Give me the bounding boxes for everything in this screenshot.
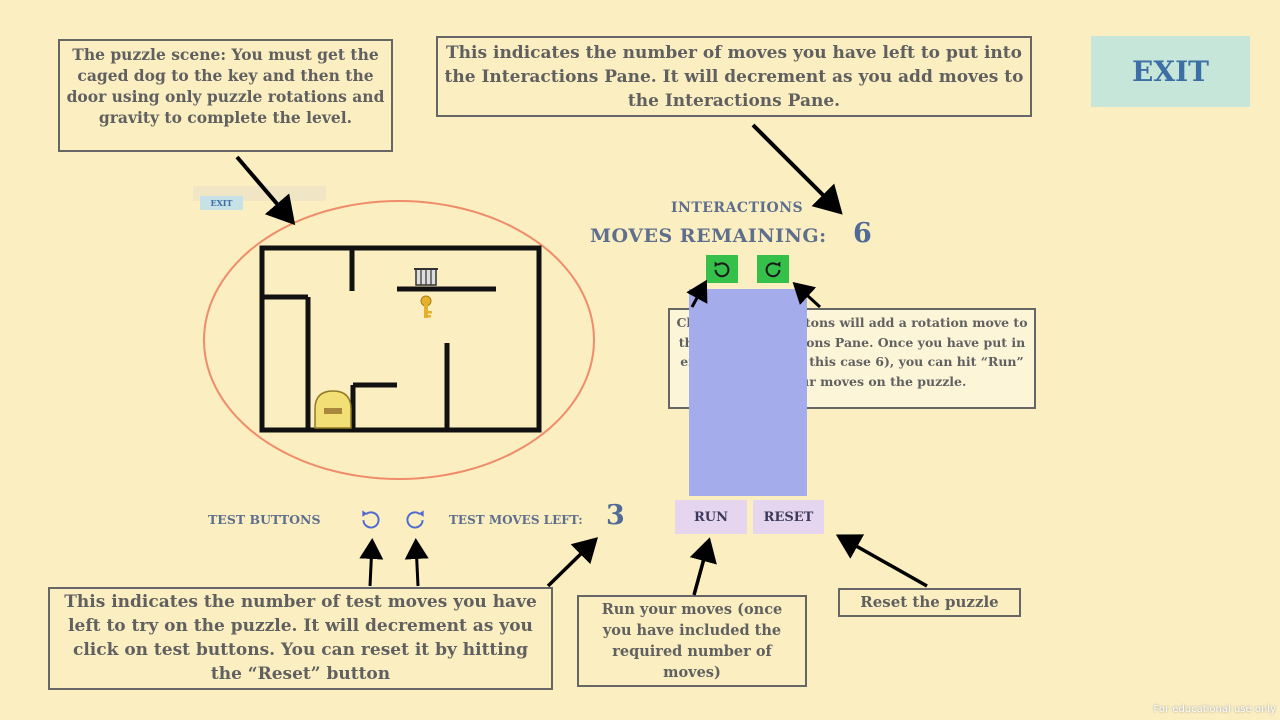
- test-rotate-cw-button[interactable]: [401, 505, 429, 533]
- rotate-ccw-icon: [362, 510, 380, 529]
- puzzle-scene-highlight: [203, 200, 595, 480]
- footer-note: For educational use only: [1153, 704, 1276, 715]
- exit-button[interactable]: EXIT: [1091, 36, 1250, 107]
- test-rotate-ccw-button[interactable]: [357, 505, 385, 533]
- test-buttons-label: TEST BUTTONS: [208, 512, 321, 527]
- run-button[interactable]: RUN: [675, 500, 747, 534]
- key-icon: [420, 295, 432, 318]
- moves-remaining-label: MOVES REMAINING:: [590, 225, 827, 247]
- interactions-label: INTERACTIONS: [671, 200, 804, 216]
- moves-remaining-value: 6: [853, 218, 872, 249]
- rotate-ccw-icon: [714, 261, 730, 278]
- rotate-cw-button[interactable]: [757, 255, 789, 283]
- test-moves-left-label: TEST MOVES LEFT:: [449, 513, 583, 527]
- arrow-to-test-ccw: [359, 538, 384, 587]
- arrow-to-moves-remaining: [751, 123, 843, 215]
- arrow-to-reset: [835, 534, 928, 588]
- maze-border: [259, 245, 542, 433]
- test-moves-callout: This indicates the number of test moves …: [48, 587, 553, 690]
- rotate-cw-icon: [406, 510, 424, 529]
- rotate-cw-icon: [765, 261, 781, 278]
- arrow-to-test-moves: [546, 537, 599, 588]
- mini-exit-button[interactable]: EXIT: [200, 196, 243, 210]
- dog-cage-icon: [414, 268, 438, 286]
- door-icon: [314, 390, 352, 429]
- arrow-to-run: [689, 537, 717, 596]
- reset-callout: Reset the puzzle: [838, 588, 1021, 617]
- run-callout: Run your moves (once you have included t…: [577, 595, 807, 687]
- moves-remaining-callout: This indicates the number of moves you h…: [436, 36, 1032, 117]
- interactions-pane[interactable]: [689, 289, 807, 496]
- reset-button[interactable]: RESET: [753, 500, 824, 534]
- arrow-to-test-cw: [404, 538, 429, 587]
- test-moves-left-value: 3: [606, 500, 625, 531]
- puzzle-maze[interactable]: [259, 245, 543, 437]
- puzzle-scene-callout: The puzzle scene: You must get the caged…: [58, 39, 393, 152]
- rotate-ccw-button[interactable]: [706, 255, 738, 283]
